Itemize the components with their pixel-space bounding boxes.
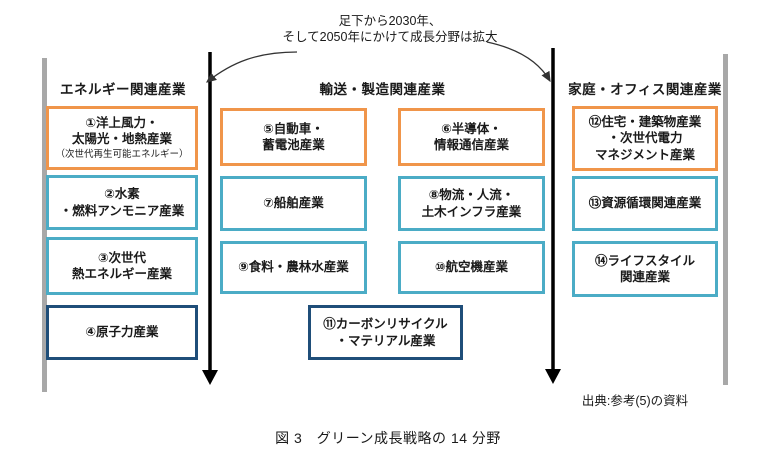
industry-box-2-hydrogen-fuel-ammonia: ②水素 ・燃料アンモニア産業	[46, 175, 198, 230]
industry-box-3-next-gen-thermal-energy: ③次世代 熱エネルギー産業	[46, 237, 198, 295]
column-header-transport: 輸送・製造関連産業	[319, 82, 446, 97]
industry-box-label: ⑥半導体・ 情報通信産業	[433, 121, 509, 152]
industry-box-12-housing-building-next-gen-power-management: ⑫住宅・建築物産業 ・次世代電力 マネジメント産業	[572, 106, 718, 171]
industry-box-label: ②水素 ・燃料アンモニア産業	[59, 187, 185, 218]
industry-box-8-logistics-people-flow-civil-infrastructure: ⑧物流・人流・ 土木インフラ産業	[398, 176, 545, 231]
column-header-energy: エネルギー関連産業	[60, 82, 186, 97]
curved-arrow-left	[205, 51, 298, 83]
curved-arrow-right	[486, 41, 551, 83]
column-header-home: 家庭・オフィス関連産業	[568, 82, 722, 97]
source-note: 出典:参考(5)の資料	[581, 394, 689, 408]
industry-box-label: ④原子力産業	[85, 325, 159, 340]
industry-box-9-food-agriculture-forestry-fisheries: ⑨食料・農林水産業	[220, 241, 367, 294]
industry-box-5-automobile-battery: ⑤自動車・ 蓄電池産業	[220, 108, 367, 166]
left-timeline-arrowhead	[202, 370, 218, 385]
industry-box-14-lifestyle: ⑭ライフスタイル 関連産業	[572, 241, 718, 297]
industry-box-label: ⑦船舶産業	[263, 196, 324, 211]
industry-box-label: ⑩航空機産業	[434, 260, 509, 275]
industry-box-label: ⑬資源循環関連産業	[588, 196, 702, 211]
industry-box-4-nuclear: ④原子力産業	[46, 305, 198, 360]
industry-box-label: ③次世代 熱エネルギー産業	[71, 250, 172, 281]
industry-box-6-semiconductor-ict: ⑥半導体・ 情報通信産業	[398, 108, 545, 166]
industry-box-note: （次世代再生可能エネルギー）	[55, 148, 189, 160]
industry-box-13-resource-circulation: ⑬資源循環関連産業	[572, 176, 718, 231]
industry-box-label: ⑫住宅・建築物産業 ・次世代電力 マネジメント産業	[588, 115, 702, 162]
growth-annotation: 足下から2030年、 そして2050年にかけて成長分野は拡大	[282, 14, 498, 44]
right-gray-bar	[723, 54, 728, 385]
industry-box-label: ⑪カーボンリサイクル ・マテリアル産業	[323, 317, 448, 348]
industry-box-11-carbon-recycling-materials: ⑪カーボンリサイクル ・マテリアル産業	[308, 305, 463, 360]
industry-box-1-offshore-wind-solar-geothermal: ①洋上風力・ 太陽光・地熱産業 （次世代再生可能エネルギー）	[46, 106, 198, 170]
figure-caption: 図 3 グリーン成長戦略の 14 分野	[275, 430, 501, 446]
industry-box-label: ⑧物流・人流・ 土木インフラ産業	[421, 188, 522, 219]
right-timeline-arrowhead	[545, 369, 561, 384]
industry-box-label: ⑭ライフスタイル 関連産業	[594, 253, 695, 284]
industry-box-10-aircraft: ⑩航空機産業	[398, 241, 545, 294]
industry-box-label: ⑨食料・農林水産業	[238, 260, 349, 275]
industry-box-label: ①洋上風力・ 太陽光・地熱産業	[71, 116, 172, 147]
industry-box-7-shipbuilding: ⑦船舶産業	[220, 176, 367, 231]
industry-box-label: ⑤自動車・ 蓄電池産業	[262, 121, 325, 152]
left-gray-bar	[42, 58, 47, 392]
